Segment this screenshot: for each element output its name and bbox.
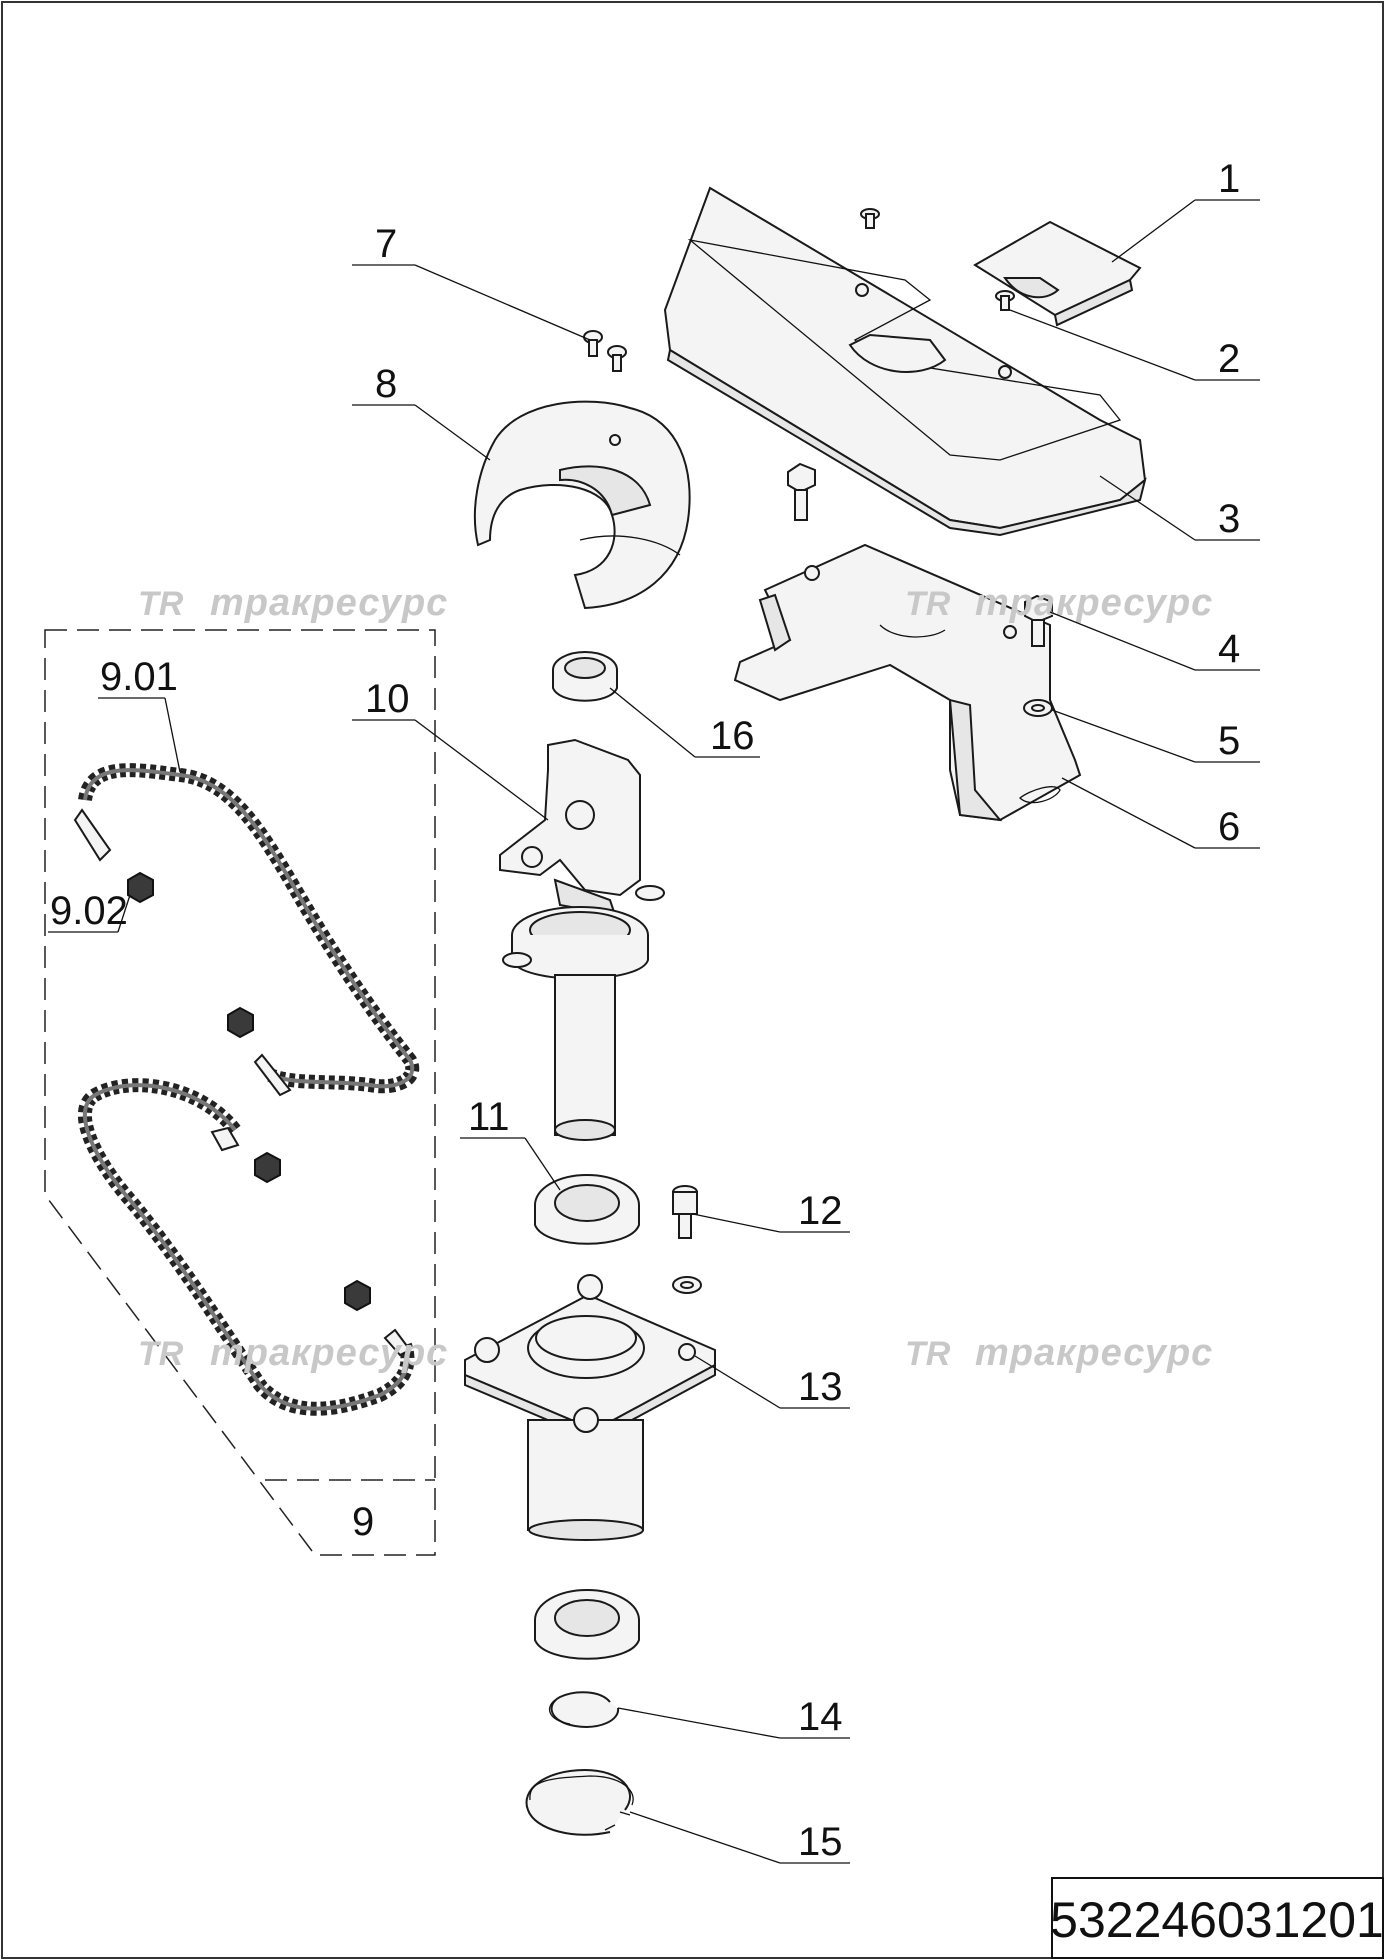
part-16-plug — [552, 651, 618, 702]
part-bearing-lower — [534, 1589, 640, 1660]
callout-1: 1 — [1218, 157, 1240, 201]
part-washer-small — [672, 1276, 702, 1294]
part-9-01-chain — [73, 763, 420, 1416]
part-7-screws — [583, 330, 627, 372]
callout-11: 11 — [468, 1095, 510, 1139]
svg-text:TR: TR — [905, 585, 951, 623]
svg-text:тракресурс: тракресурс — [210, 582, 448, 624]
drawing-number-box — [1051, 1877, 1384, 1959]
callout-9-01: 9.01 — [100, 655, 178, 699]
callout-16: 16 — [710, 714, 755, 758]
leader-lines — [48, 199, 1260, 1864]
callout-9-02: 9.02 — [50, 889, 128, 933]
callout-12: 12 — [798, 1189, 843, 1233]
svg-text:TR: TR — [138, 585, 184, 623]
callout-2: 2 — [1218, 337, 1240, 381]
callout-6: 6 — [1218, 805, 1240, 849]
watermark-2: TR тракресурс — [905, 582, 1213, 624]
svg-text:тракресурс: тракресурс — [210, 1332, 448, 1374]
part-bolt — [787, 462, 816, 521]
callout-5: 5 — [1218, 719, 1240, 763]
drawing-number: 532246031201 — [1050, 1892, 1384, 1948]
part-14-circlip — [548, 1691, 620, 1728]
part-1-plate — [973, 220, 1142, 327]
svg-text:тракресурс: тракресурс — [975, 582, 1213, 624]
part-8-shield — [473, 400, 691, 610]
watermark-3: TR тракресурс — [138, 1332, 448, 1374]
callout-3: 3 — [1218, 497, 1240, 541]
part-4-bolt — [1024, 594, 1053, 647]
svg-text:тракресурс: тракресурс — [975, 1332, 1213, 1374]
part-2-screw — [860, 208, 1015, 311]
part-5-washer — [1023, 699, 1053, 717]
part-11-bearing — [534, 1174, 640, 1245]
callout-8: 8 — [375, 362, 397, 406]
part-13-housing — [464, 1274, 716, 1541]
callout-13: 13 — [798, 1365, 843, 1409]
part-3-cover — [663, 186, 1147, 537]
watermark-4: TR тракресурс — [905, 1332, 1213, 1374]
callout-10: 10 — [365, 677, 410, 721]
part-15-circlip — [525, 1768, 634, 1836]
callout-9: 9 — [352, 1500, 374, 1544]
callout-7: 7 — [375, 222, 397, 266]
callout-14: 14 — [798, 1695, 843, 1739]
part-6-bracket — [733, 543, 1082, 822]
svg-text:TR: TR — [905, 1335, 951, 1373]
part-10-fork-shaft — [499, 738, 665, 1141]
part-9-group-boundary — [44, 629, 436, 1556]
svg-text:TR: TR — [138, 1335, 184, 1373]
part-9-02-nuts — [127, 871, 371, 1312]
part-12-screw — [672, 1185, 698, 1239]
watermark-1: TR тракресурс — [138, 582, 448, 624]
callout-4: 4 — [1218, 627, 1240, 671]
callout-15: 15 — [798, 1820, 843, 1864]
